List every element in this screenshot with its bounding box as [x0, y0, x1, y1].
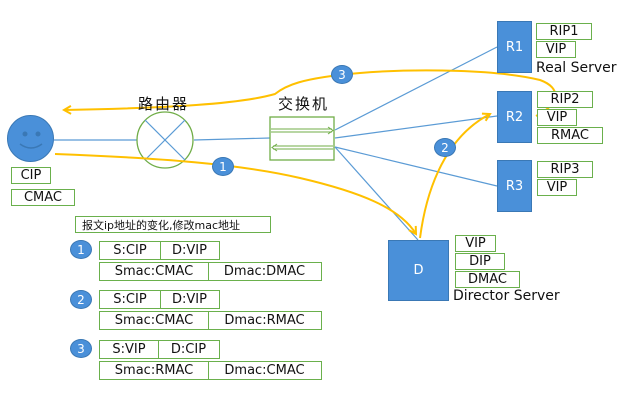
director-tag-dmac: DMAC: [455, 271, 520, 288]
flow-marker-1: 1: [212, 157, 234, 176]
r1-tag-vip: VIP: [536, 41, 576, 58]
legend-step-1-dmac: Dmac:DMAC: [207, 262, 322, 281]
legend-step-2-badge: 2: [70, 290, 92, 309]
link-router-switch: [193, 137, 271, 141]
legend-step-3-badge: 3: [70, 339, 92, 358]
link-switch-r2: [334, 115, 498, 139]
client-node: [7, 115, 54, 162]
legend-step-1-ip-row: S:CIP D:VIP: [99, 241, 220, 260]
director-tag-vip: VIP: [455, 235, 496, 252]
r3-tag-rip3: RIP3: [537, 161, 593, 178]
r1-tag-rip1: RIP1: [536, 23, 592, 40]
r2-tag-vip: VIP: [537, 109, 577, 126]
real-server-r3: R3: [497, 160, 532, 212]
flow-marker-3: 3: [331, 65, 353, 84]
legend-title: 报文ip地址的变化,修改mac地址: [75, 216, 271, 233]
legend-step-2-smac: Smac:CMAC: [99, 311, 209, 330]
r2-tag-rip2: RIP2: [537, 91, 593, 108]
smiley-face-icon: [19, 131, 43, 149]
flow-marker-2: 2: [434, 138, 456, 157]
legend-step-3-ip-row: S:VIP D:CIP: [99, 340, 220, 359]
legend-step-3-smac: Smac:RMAC: [99, 361, 209, 380]
flow-3-path: [64, 69, 557, 117]
legend-step-1-mac-row: Smac:CMAC Dmac:DMAC: [99, 262, 322, 281]
legend-step-1-src: S:CIP: [99, 241, 161, 260]
router-label: 路由器: [138, 95, 190, 113]
director-server: D: [388, 240, 449, 301]
legend-step-1-dst: D:VIP: [159, 241, 220, 260]
real-server-r2: R2: [497, 91, 532, 143]
legend-step-2-dmac: Dmac:RMAC: [207, 311, 322, 330]
flow-1-path: [54, 153, 416, 234]
flow-2-path: [419, 114, 490, 239]
legend-step-1-smac: Smac:CMAC: [99, 262, 209, 281]
legend-step-3-mac-row: Smac:RMAC Dmac:CMAC: [99, 361, 322, 380]
link-switch-r1: [334, 46, 498, 131]
director-tag-dip: DIP: [455, 253, 505, 270]
client-tag-cmac: CMAC: [11, 189, 75, 206]
legend-step-3-dmac: Dmac:CMAC: [207, 361, 322, 380]
switch-arrows-icon: [269, 116, 335, 161]
legend-step-2-src: S:CIP: [99, 290, 161, 309]
legend-step-1-badge: 1: [70, 240, 92, 259]
real-server-r1: R1: [497, 21, 532, 73]
real-server-caption: Real Server: [536, 60, 617, 76]
legend-step-2-ip-row: S:CIP D:VIP: [99, 290, 220, 309]
legend-step-2-mac-row: Smac:CMAC Dmac:RMAC: [99, 311, 322, 330]
legend-step-2-dst: D:VIP: [159, 290, 220, 309]
link-switch-director: [334, 146, 419, 241]
link-switch-r3: [334, 146, 498, 187]
router-cross-icon: [136, 111, 194, 169]
legend-step-3-dst: D:CIP: [157, 340, 220, 359]
switch-label: 交换机: [278, 95, 330, 113]
r2-tag-rmac: RMAC: [537, 127, 603, 144]
director-caption: Director Server: [453, 288, 560, 304]
legend-step-3-src: S:VIP: [99, 340, 159, 359]
r3-tag-vip: VIP: [537, 179, 577, 196]
client-tag-cip: CIP: [11, 167, 51, 184]
